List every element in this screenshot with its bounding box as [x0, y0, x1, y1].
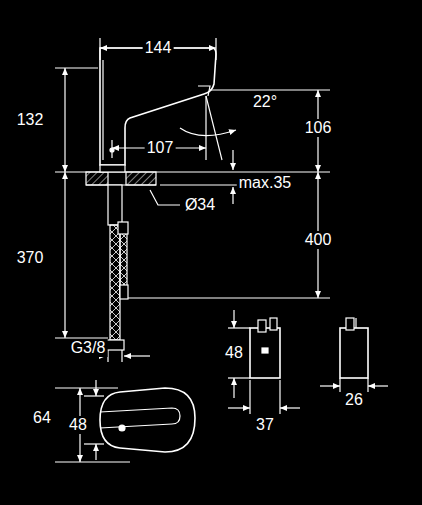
dimension-thickness: max.35: [237, 174, 293, 192]
dimension-width: 37: [254, 416, 276, 434]
dimension-length: 370: [15, 249, 46, 267]
dimension-reach: 107: [145, 139, 176, 157]
dimension-height: 400: [303, 231, 334, 249]
dimension-height: 48: [223, 344, 245, 362]
dimension-height: 106: [303, 119, 334, 137]
dimension-height: 132: [15, 111, 46, 129]
diameter-label: Ø34: [183, 196, 217, 214]
dimension-depth: 64: [31, 409, 53, 427]
dimension-width: 48: [67, 416, 89, 434]
dimension-width: 144: [143, 39, 174, 57]
thread-label: G3/8: [69, 339, 108, 357]
dimension-depth: 26: [343, 391, 365, 409]
angle-label: 22°: [251, 93, 279, 111]
